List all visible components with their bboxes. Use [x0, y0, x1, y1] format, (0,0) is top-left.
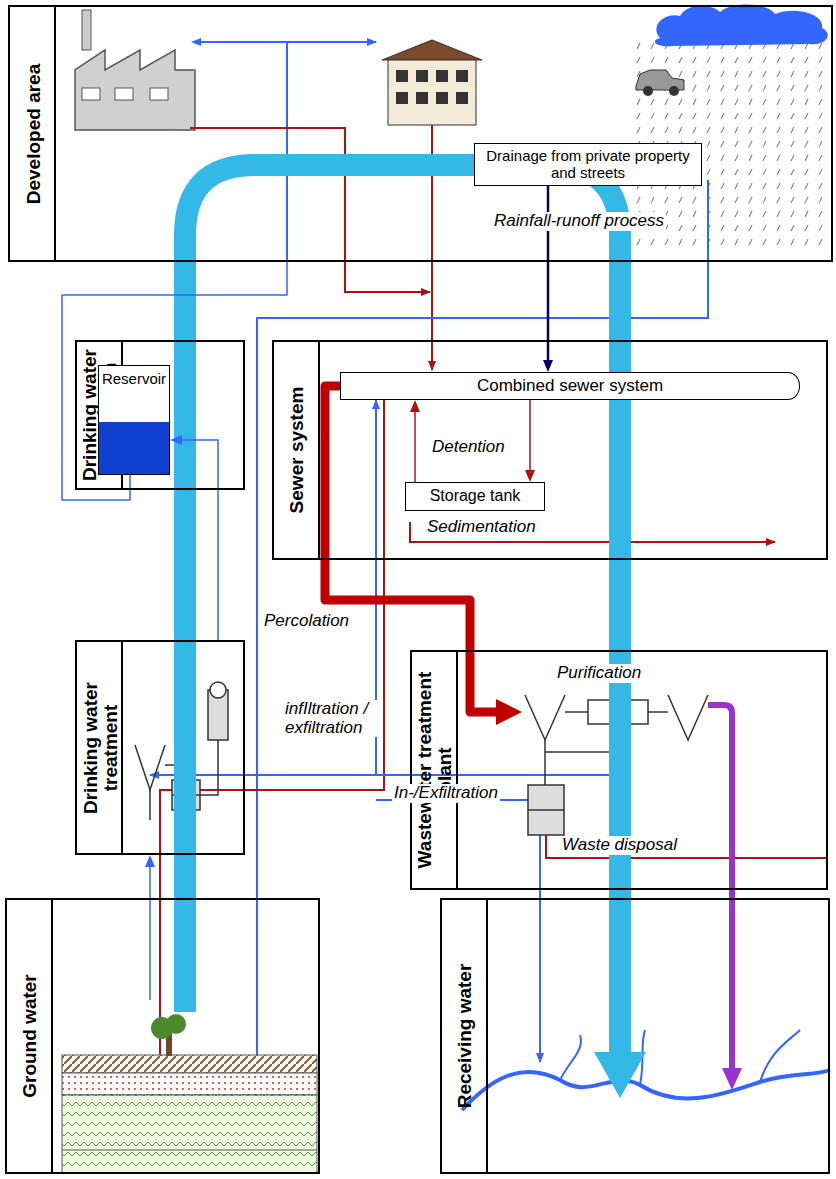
reservoir-water: [99, 422, 169, 474]
flow-connector: [414, 412, 416, 482]
band-title: Drinking water treatment: [77, 642, 123, 853]
distribution-band: Drinking water distributionReservoir: [75, 340, 245, 490]
water-lines: [257, 180, 708, 1070]
treatment-units: [135, 745, 165, 790]
wwtp-units: [565, 711, 588, 713]
wwtp-units: [525, 695, 565, 740]
flow-connector: [529, 400, 531, 470]
wwtp-units: [525, 695, 828, 858]
process-label: In-/Exfiltration: [392, 784, 500, 803]
wwtp-units: [544, 740, 546, 785]
house-icon: [456, 70, 468, 82]
process-label: Waste disposal: [560, 836, 679, 855]
band-title: Wastewater treatment plant: [412, 652, 458, 888]
wwtp-units: [528, 785, 564, 835]
house-icon: [416, 70, 428, 82]
water-lines: [150, 42, 775, 1085]
treatment-units: [210, 682, 226, 698]
car-icon: [636, 70, 684, 96]
river: [462, 1030, 830, 1110]
wwtp-units: [668, 695, 708, 740]
house-icon: [416, 92, 428, 104]
water-lines: [190, 128, 430, 292]
house-icon: [382, 40, 482, 60]
node-text: Drainage from private property and stree…: [481, 147, 695, 182]
flow-connector: [149, 867, 151, 1000]
band-title: Sewer system: [274, 342, 320, 558]
reservoir-tank: Reservoir: [98, 365, 170, 475]
soil-layers: [62, 1150, 317, 1151]
flow-connector: [185, 165, 620, 1052]
process-label: Sedimentation: [425, 518, 538, 537]
car-icon: [643, 86, 653, 96]
process-label: Percolation: [262, 612, 351, 631]
rain-cloud: [655, 5, 828, 47]
house-icon: [396, 92, 408, 104]
river: [640, 1030, 645, 1085]
factory-icon: [150, 88, 168, 100]
process-label: infIltration / exfiltration: [283, 700, 379, 737]
flow-connector: [708, 705, 732, 1068]
process-label: Rainfall-runoff process: [492, 212, 666, 231]
wwtp-units: [546, 835, 828, 858]
sewer-pipe: Combined sewer system: [340, 372, 800, 400]
house-icon: [456, 92, 468, 104]
edge-label: Detention: [430, 438, 507, 457]
wwtp-units: [545, 712, 610, 752]
river: [760, 1030, 800, 1082]
developed-area-band: Developed areaDrainage from private prop…: [8, 5, 833, 262]
water-lines: [286, 42, 288, 262]
storage-tank: Storage tank: [405, 482, 545, 511]
treatment-band: Drinking water treatment: [75, 640, 245, 855]
house-icon: [388, 60, 476, 125]
process-label: Purification: [555, 664, 643, 683]
sewer-band: Sewer system Combined sewer systemStorage…: [272, 340, 828, 560]
factory-icon: [82, 88, 100, 100]
house-icon: [436, 70, 448, 82]
groundwater-band: Ground water: [5, 898, 320, 1174]
soil-layers: [62, 1055, 317, 1173]
tree-icon: [151, 1014, 186, 1056]
car-icon: [669, 86, 679, 96]
house-icon: [436, 92, 448, 104]
treatment-units: [200, 740, 218, 795]
house-icon: [382, 40, 482, 125]
river: [462, 1070, 830, 1110]
flow-connector: [182, 440, 218, 640]
factory-icon: [75, 50, 195, 130]
flow-connector: [62, 262, 287, 500]
wwtp-units: [528, 809, 564, 811]
band-title: Ground water: [7, 900, 53, 1172]
factory-icon: [82, 10, 91, 50]
soil-layers: [62, 1095, 317, 1173]
water-lines: [150, 774, 630, 776]
soil-layers: [62, 1055, 317, 1073]
drainage-box: Drainage from private property and stree…: [474, 143, 702, 186]
node-text: Combined sewer system: [477, 376, 663, 396]
house-icon: [396, 70, 408, 82]
band-title: Receiving water: [442, 900, 488, 1172]
node-text: Reservoir: [99, 366, 169, 387]
treatment-units: [149, 790, 151, 820]
factory-icon: [75, 10, 195, 130]
band-title: Developed area: [10, 7, 56, 260]
tree-icon: [166, 1014, 186, 1034]
factory-icon: [115, 88, 133, 100]
soil-layers: [62, 1073, 317, 1095]
receiving-water-band: Receiving water: [440, 898, 830, 1174]
node-text: Storage tank: [412, 487, 538, 505]
river: [560, 1035, 581, 1080]
wwtp-units: [648, 711, 668, 713]
